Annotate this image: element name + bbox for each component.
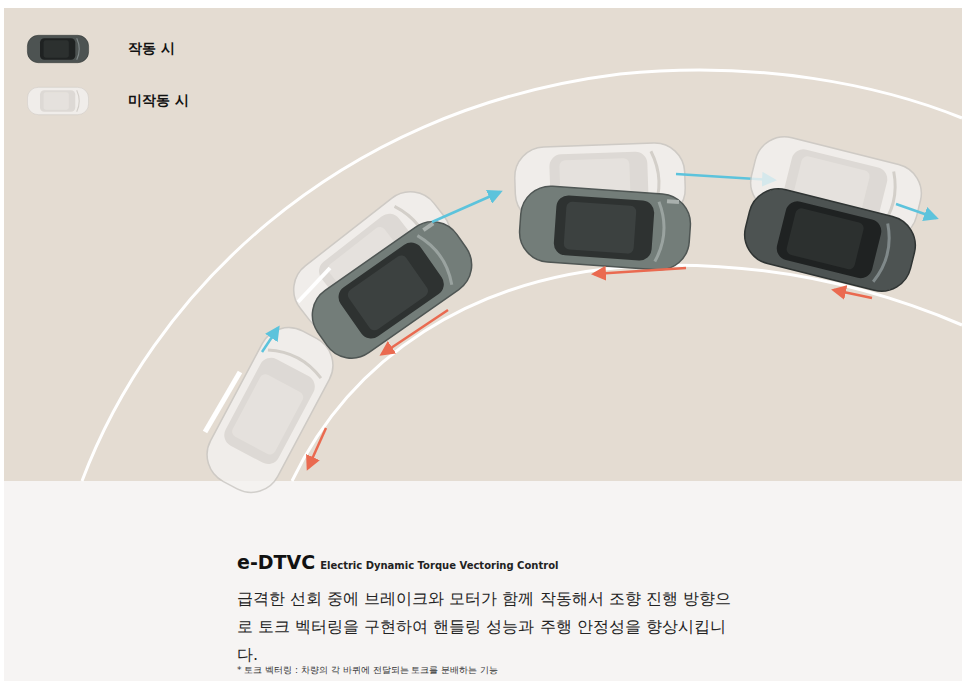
text-panel xyxy=(4,481,962,681)
legend-car-inactive xyxy=(27,87,88,114)
legend-label: 작동 시 xyxy=(128,40,175,58)
car-inactive xyxy=(197,317,344,503)
lane-mark xyxy=(205,372,240,432)
legend-car-active xyxy=(27,35,88,62)
footnote: * 토크 벡터링 : 차량의 각 바퀴에 전달되는 토크를 분배하는 기능 xyxy=(237,664,498,677)
torque-arrow-outer xyxy=(432,192,500,222)
legend-label: 미작동 시 xyxy=(128,92,189,110)
torque-arrow-inner xyxy=(834,290,872,298)
subtitle: Electric Dynamic Torque Vectoring Contro… xyxy=(320,560,558,571)
car-active xyxy=(518,184,693,272)
road-outer-edge xyxy=(82,70,962,481)
car-active xyxy=(738,183,921,298)
lane-mark xyxy=(298,268,330,302)
torque-arrow-inner xyxy=(382,310,448,354)
heading-row: e-DTVC Electric Dynamic Torque Vectoring … xyxy=(237,551,558,573)
description: 급격한 선회 중에 브레이크와 모터가 함께 작동해서 조향 진행 방향으로 토… xyxy=(237,585,742,669)
title: e-DTVC xyxy=(237,551,315,573)
torque-arrow-outer xyxy=(896,204,936,218)
torque-arrow-inner xyxy=(594,268,686,274)
road-ground xyxy=(4,8,962,481)
torque-arrow-outer xyxy=(262,328,278,352)
torque-arrow-inner xyxy=(308,428,326,468)
car-active xyxy=(301,210,484,370)
